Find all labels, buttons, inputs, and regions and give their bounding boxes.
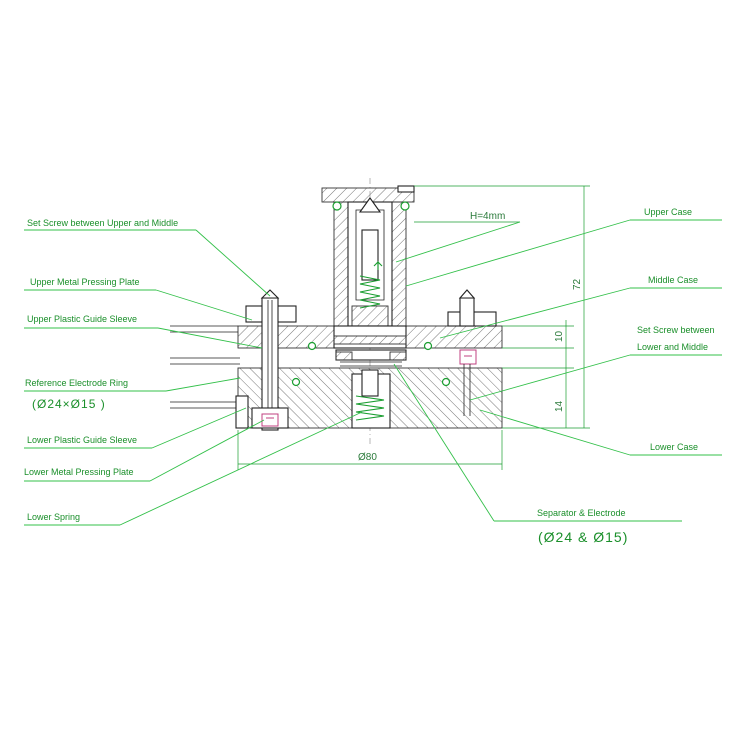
label-set-screw-upper-middle: Set Screw between Upper and Middle [27,218,178,228]
label-lower-metal-plate: Lower Metal Pressing Plate [24,467,134,477]
label-upper-metal-plate: Upper Metal Pressing Plate [30,277,140,287]
label-lower-case: Lower Case [650,442,698,452]
label-lower-plastic-sleeve: Lower Plastic Guide Sleeve [27,435,137,445]
assembly [170,178,590,470]
label-set-screw-lower-middle-2: Lower and Middle [637,342,708,352]
separator-electrode-stack [335,349,407,367]
middle-case [237,325,503,351]
upper-spring [359,260,383,309]
dim-middle-height: 10 [554,330,565,342]
label-reference-ring-dims: (Ø24×Ø15 ) [32,397,106,411]
label-middle-case: Middle Case [648,275,698,285]
dimension-lines [237,185,590,470]
label-separator-electrode: Separator & Electrode [537,508,626,518]
label-reference-ring: Reference Electrode Ring [25,378,128,388]
label-set-screw-lower-middle-1: Set Screw between [637,325,715,335]
label-upper-plastic-sleeve: Upper Plastic Guide Sleeve [27,314,137,324]
dim-diameter: Ø80 [358,452,377,463]
label-separator-electrode-dims: (Ø24 & Ø15) [538,529,628,545]
electrode-tabs [170,325,240,409]
dim-lower-height: 14 [554,400,565,412]
dim-total-height: 72 [572,278,583,290]
right-screw-assembly [447,289,497,416]
upper-case [321,185,415,343]
left-screw-assembly [235,289,297,431]
left-labels: Set Screw between Upper and Middle Upper… [24,218,363,526]
label-upper-case: Upper Case [644,207,692,217]
label-lower-spring: Lower Spring [27,512,80,522]
lower-spring [355,395,385,421]
dim-h-4mm: H=4mm [470,211,505,222]
right-labels: Upper Case Middle Case Set Screw between… [393,207,722,545]
